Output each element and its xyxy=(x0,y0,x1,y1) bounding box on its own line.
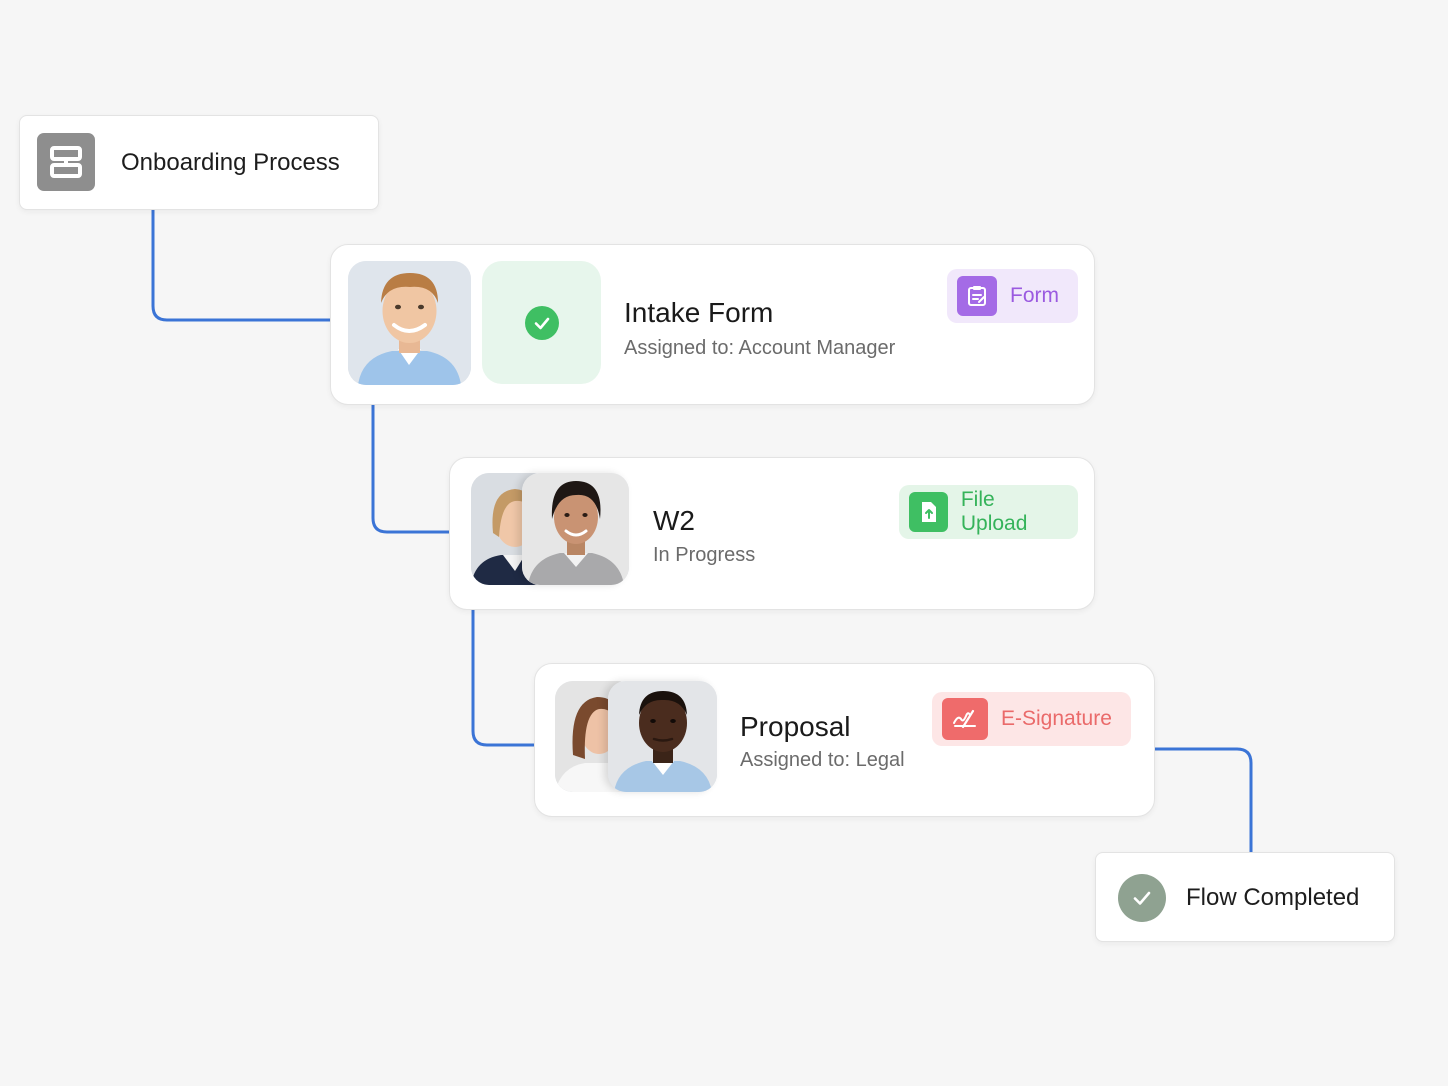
signature-icon xyxy=(942,698,988,740)
check-icon xyxy=(1118,874,1166,922)
step-card-intake-form[interactable]: Intake Form Assigned to: Account Manager… xyxy=(330,244,1095,405)
step-type-badge-e-signature[interactable]: E-Signature xyxy=(932,692,1131,746)
connector-start-to-intake xyxy=(151,208,332,322)
end-node-title: Flow Completed xyxy=(1186,884,1360,911)
avatar-assignee xyxy=(348,261,471,385)
connector-w2-to-proposal xyxy=(471,608,536,747)
step-card-w2[interactable]: W2 In Progress File Upload xyxy=(449,457,1095,610)
badge-label: Form xyxy=(1010,284,1059,307)
check-icon xyxy=(524,305,559,340)
step-subtitle: In Progress xyxy=(653,544,756,566)
status-completed-tile xyxy=(482,261,601,384)
step-subtitle: Assigned to: Account Manager xyxy=(624,337,896,359)
step-subtitle: Assigned to: Legal xyxy=(740,749,905,771)
file-upload-icon xyxy=(909,492,948,532)
step-title: W2 xyxy=(653,505,695,536)
start-node-title: Onboarding Process xyxy=(121,149,340,176)
form-icon xyxy=(957,276,997,316)
step-type-badge-form[interactable]: Form xyxy=(947,269,1078,323)
step-title: Intake Form xyxy=(624,297,774,328)
step-title: Proposal xyxy=(740,711,851,742)
connector-intake-to-w2 xyxy=(371,403,451,534)
avatar-assignee xyxy=(608,681,717,792)
badge-label: File Upload xyxy=(960,488,1028,535)
step-type-badge-file-upload[interactable]: File Upload xyxy=(899,485,1078,539)
flow-icon xyxy=(37,133,95,191)
start-node-card[interactable]: Onboarding Process xyxy=(19,115,379,210)
badge-label: E-Signature xyxy=(1001,707,1112,730)
connector-proposal-to-end xyxy=(1153,747,1253,854)
avatar-assignee xyxy=(522,473,629,585)
step-card-proposal[interactable]: Proposal Assigned to: Legal E-Signature xyxy=(534,663,1155,817)
end-node-card[interactable]: Flow Completed xyxy=(1095,852,1395,942)
